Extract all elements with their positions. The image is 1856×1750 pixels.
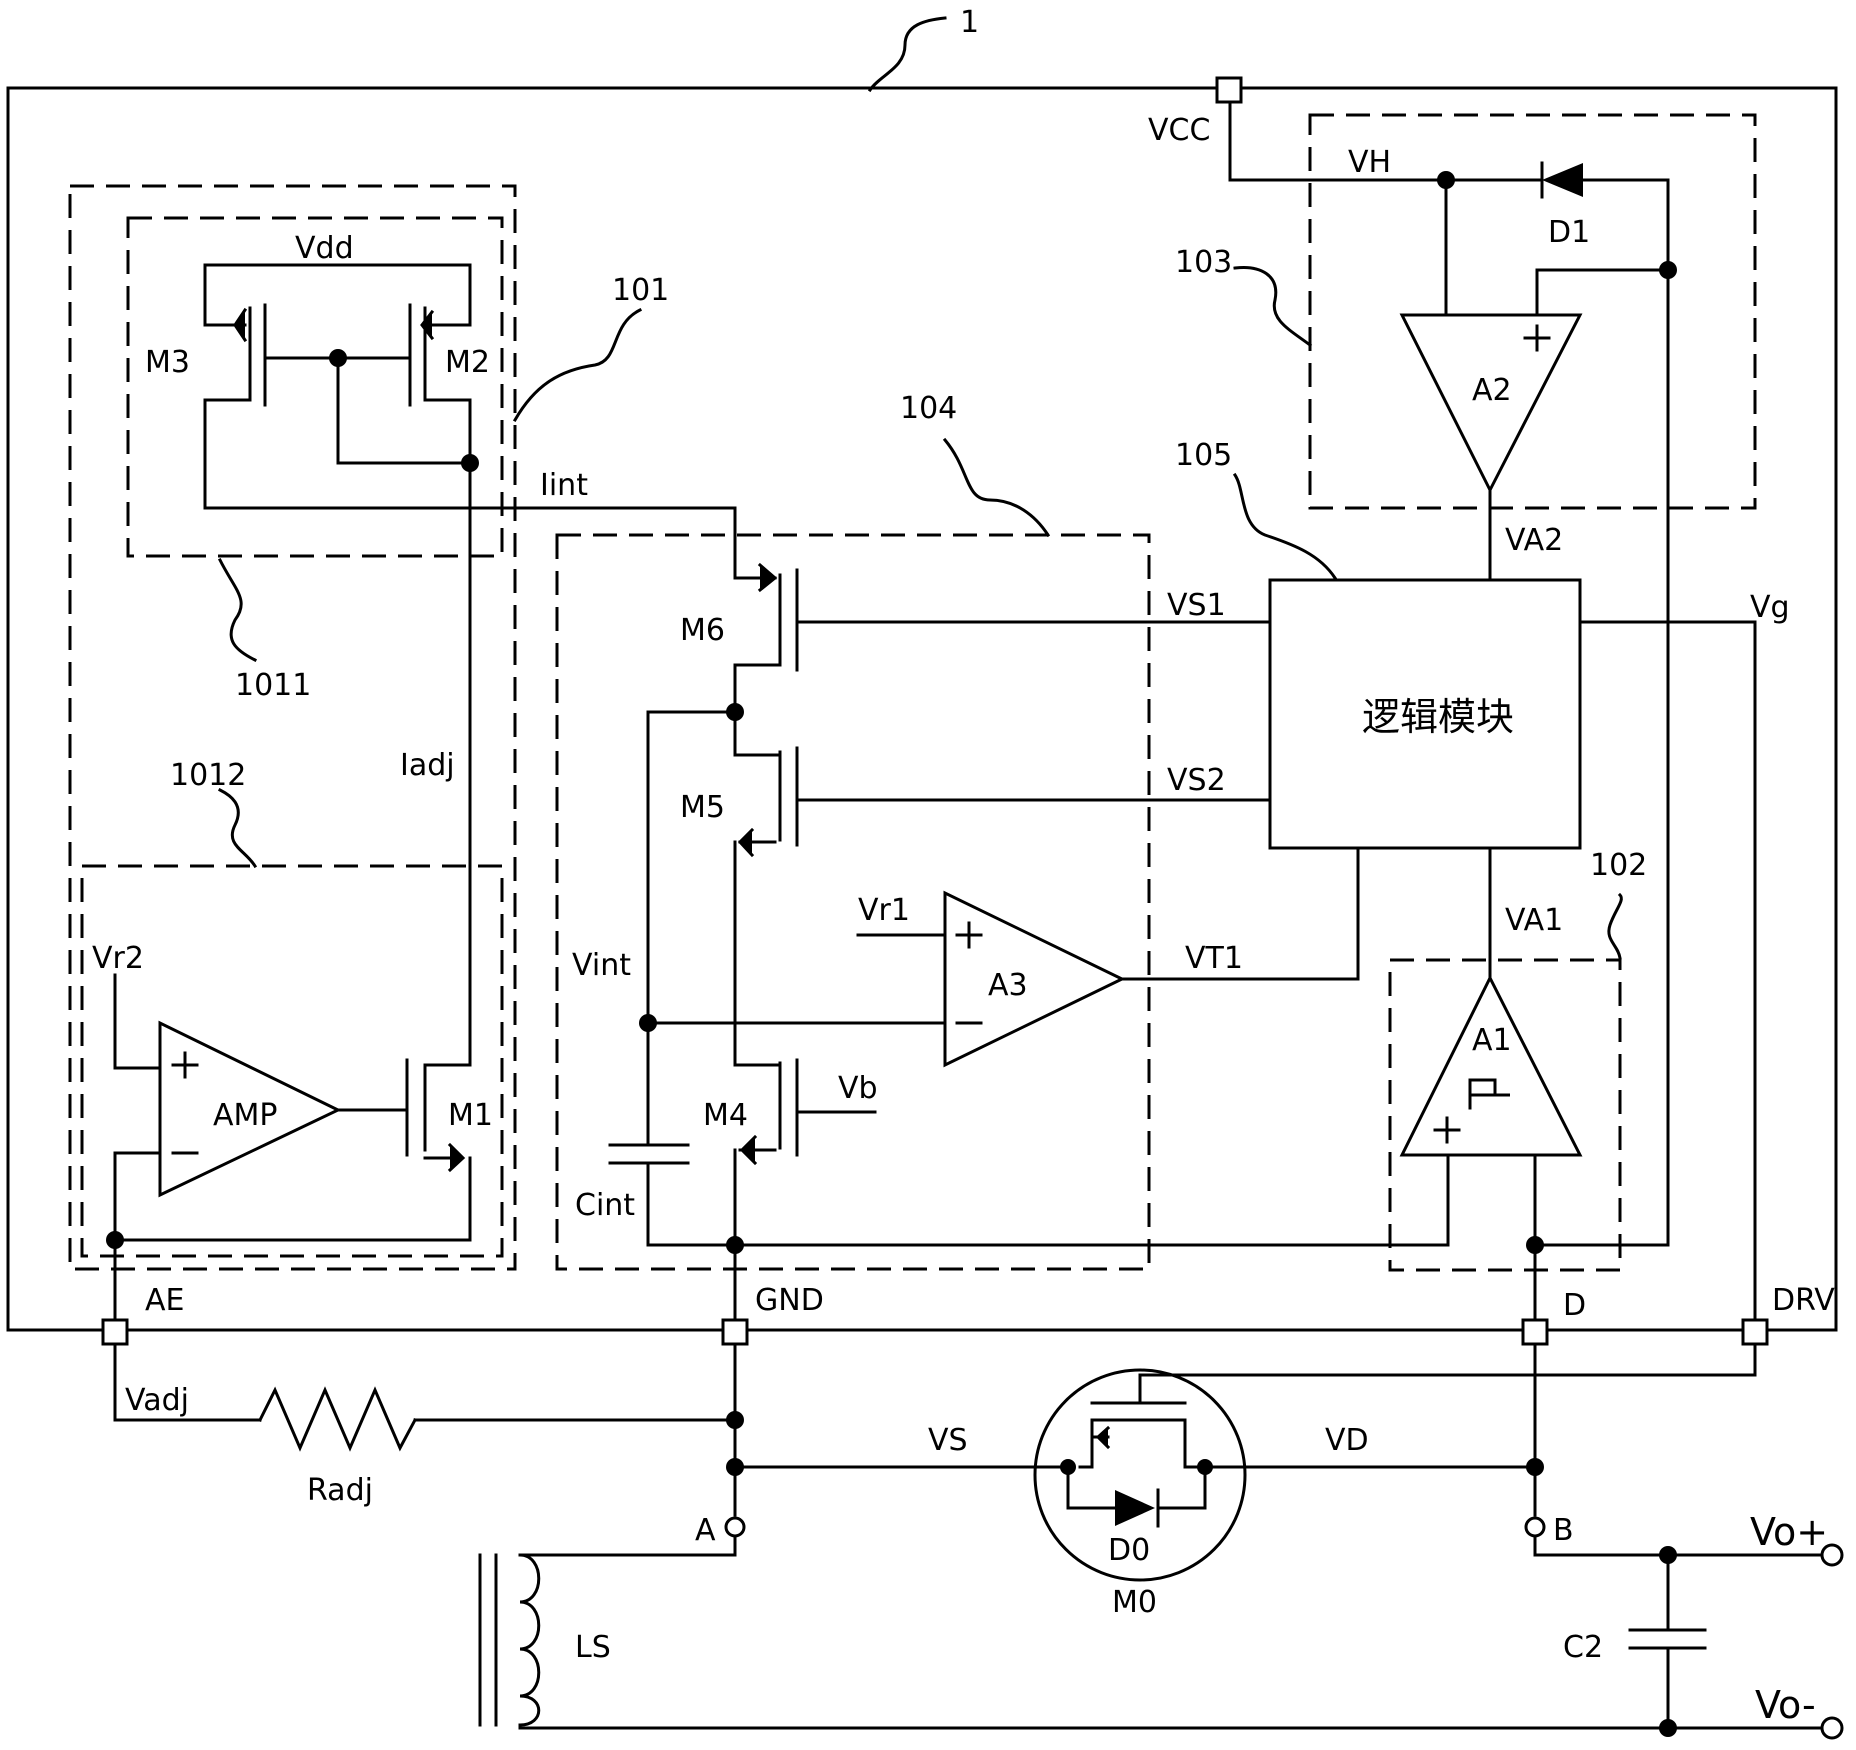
label-a: A: [695, 1513, 716, 1548]
amp-m1-stage: [106, 973, 472, 1347]
label-vs2: VS2: [1167, 763, 1226, 798]
current-mirror-m2-m3: [203, 263, 737, 1022]
comparator-a1: [1399, 846, 1670, 1332]
label-m6: M6: [680, 613, 725, 648]
pin-vcc: [1215, 76, 1243, 104]
label-vb: Vb: [838, 1071, 878, 1106]
label-vg: Vg: [1750, 590, 1790, 625]
label-m0: M0: [1112, 1585, 1157, 1620]
pin-drv: [1741, 1318, 1769, 1346]
label-vs: VS: [928, 1423, 968, 1458]
label-m4: M4: [703, 1098, 748, 1133]
label-cint: Cint: [575, 1188, 635, 1223]
label-ref-105: 105: [1175, 438, 1232, 473]
label-m2: M2: [445, 345, 490, 380]
label-m3: M3: [145, 345, 190, 380]
external-circuit: [113, 1343, 1844, 1740]
label-amp: AMP: [213, 1098, 278, 1133]
chip-outline: [6, 16, 1838, 1332]
label-vdd: Vdd: [295, 231, 354, 266]
label-ref-1011: 1011: [235, 668, 311, 703]
label-vd: VD: [1325, 1423, 1369, 1458]
label-iint: Iint: [540, 468, 588, 503]
label-ls: LS: [575, 1630, 611, 1665]
label-a2: A2: [1472, 373, 1512, 408]
label-a1: A1: [1472, 1023, 1512, 1058]
label-vt1: VT1: [1185, 941, 1243, 976]
label-logic-block: 逻辑模块: [1362, 695, 1514, 739]
label-vcc: VCC: [1148, 113, 1210, 148]
label-d: D: [1563, 1288, 1586, 1323]
leader-lines: [217, 265, 1623, 960]
label-vadj: Vadj: [125, 1383, 189, 1418]
chip-pins: [101, 76, 1769, 1346]
label-d0: D0: [1108, 1533, 1150, 1568]
label-vr2: Vr2: [92, 941, 144, 976]
label-va2: VA2: [1505, 523, 1563, 558]
label-m5: M5: [680, 790, 725, 825]
label-a3: A3: [988, 968, 1028, 1003]
dashed-blocks: [68, 113, 1757, 1272]
label-d1: D1: [1548, 215, 1590, 250]
label-ref-102: 102: [1590, 848, 1647, 883]
logic-block: [1268, 578, 1757, 1332]
label-b: B: [1553, 1513, 1574, 1548]
label-ref-103: 103: [1175, 245, 1232, 280]
label-m1: M1: [448, 1098, 493, 1133]
label-iadj: Iadj: [400, 748, 455, 783]
label-vo-minus: Vo-: [1755, 1683, 1816, 1727]
label-vr1: Vr1: [858, 893, 910, 928]
pin-ae: [101, 1318, 129, 1346]
label-ref-104: 104: [900, 391, 957, 426]
label-ae: AE: [145, 1283, 184, 1318]
amplifier-a2-stage: [1228, 98, 1677, 1247]
label-c2: C2: [1563, 1630, 1603, 1665]
label-radj: Radj: [307, 1473, 373, 1508]
label-drv: DRV: [1772, 1283, 1835, 1318]
label-ref-1: 1: [960, 5, 979, 40]
label-ref-101: 101: [612, 273, 669, 308]
label-vh: VH: [1348, 145, 1391, 180]
label-vs1: VS1: [1167, 588, 1226, 623]
label-gnd: GND: [755, 1283, 824, 1318]
label-vo-plus: Vo+: [1750, 1510, 1828, 1554]
label-ref-1012: 1012: [170, 758, 246, 793]
label-vint: Vint: [572, 948, 631, 983]
label-va1: VA1: [1505, 903, 1563, 938]
pin-gnd: [721, 1318, 749, 1346]
integrator-stage: [608, 506, 1450, 1332]
labels: 1 101 1011 1012 102 103 104 105 VCC AE G…: [92, 5, 1835, 1727]
pin-d: [1521, 1318, 1549, 1346]
